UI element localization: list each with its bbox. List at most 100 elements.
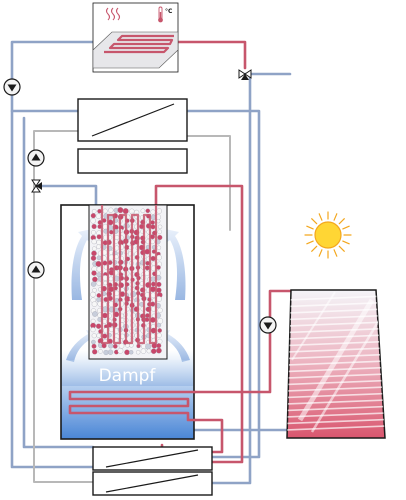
zeolite-pellet (90, 327, 96, 333)
zeolite-pellet (90, 213, 96, 219)
absorber-line (287, 425, 385, 431)
zeolite-pellet (156, 287, 162, 293)
absorber-line (287, 347, 385, 353)
zeolite-pellet (150, 255, 156, 262)
zeolite-pellet (108, 276, 114, 282)
zeolite-pellet (90, 281, 97, 287)
zeolite-pellet (96, 239, 102, 246)
zeolite-pellet (150, 348, 157, 354)
three-way-valve-icon (31, 179, 42, 193)
pump-icon (27, 149, 45, 167)
cold-pipe-left-outer (10, 40, 95, 469)
zeolite-pellet (90, 318, 96, 324)
zeolite-pellet (145, 343, 152, 350)
steam-label: Dampf (99, 366, 157, 386)
absorber-line (287, 379, 385, 386)
steam-arrow-left (71, 229, 92, 300)
pump-icon (27, 261, 45, 279)
zeolite-pellet (92, 276, 98, 283)
absorber-line (287, 314, 385, 321)
sun-ray (311, 218, 318, 225)
zeolite-pellet (157, 224, 163, 229)
zeolite-pellet (108, 207, 114, 213)
zeolite-pellet (129, 350, 134, 355)
zeolite-pellet (96, 293, 102, 298)
zeolite-pellet (103, 349, 109, 356)
zeolite-pellet (156, 343, 162, 349)
zeolite-pellet (145, 208, 151, 214)
sun-ray (338, 218, 345, 225)
solar-collector (286, 289, 386, 439)
zeolite-pellet (102, 208, 108, 214)
hot-pipes (154, 40, 293, 464)
hot-pipe-coil-lower (194, 418, 224, 454)
hot-pipe-coil-right (194, 289, 293, 394)
zeolite-pellet (114, 235, 120, 240)
zeolite-pellet (150, 220, 155, 225)
zeolite-pellet (98, 349, 103, 354)
cold-pipe-inner-left (22, 116, 95, 449)
zeolite-pellet (156, 245, 162, 250)
zeolite-pellet (136, 343, 141, 349)
zeolite-pellet (91, 223, 97, 230)
cold-pipe-upper-hx-right (185, 109, 261, 459)
zeolite-pellet (156, 322, 162, 328)
sun-ray (318, 249, 323, 257)
zeolite-pellet (102, 260, 108, 266)
zeolite-pellet (96, 244, 101, 249)
zeolite-pellet (157, 234, 163, 241)
zeolite-pellet (117, 347, 124, 354)
adsorber-coil (100, 205, 158, 345)
pump-icon (259, 316, 277, 334)
sun-ray (318, 213, 323, 221)
zeolite-pellet (91, 339, 96, 345)
zeolite-pellet (95, 213, 102, 219)
zeolite-pellet (107, 349, 114, 355)
storage-module (77, 148, 188, 174)
three-way-valve-icon (238, 69, 252, 80)
sun-ray (333, 249, 338, 257)
zeolite-pellet (91, 333, 97, 339)
zeolite-pellet (95, 323, 102, 329)
zeolite-pellet (122, 208, 129, 215)
sun-ray (306, 240, 314, 245)
zeolite-pellet (91, 343, 97, 349)
zeolite-pellet (103, 280, 108, 286)
floor-heating-room: °C (92, 2, 179, 73)
zeolite-pellet (112, 343, 118, 349)
sun-ray (338, 245, 345, 252)
zeolite-pellet (96, 234, 102, 240)
zeolite-pellet (108, 343, 114, 349)
sun-rays (304, 211, 352, 259)
zeolite-pellet (136, 350, 141, 355)
zeolite-pellet (91, 239, 97, 245)
pipe-network (10, 40, 293, 485)
hot-pipe-heater-supply (176, 40, 247, 70)
sun-ray (306, 225, 314, 230)
absorber-line (287, 418, 385, 425)
absorber-line (287, 321, 385, 327)
zeolite-pellet (91, 250, 97, 257)
gray-pipes (33, 130, 231, 483)
zeolite-pellet (92, 349, 98, 355)
zeolite-pellet (96, 280, 102, 286)
floor-heating-coil (104, 34, 174, 54)
absorber-line (287, 373, 385, 379)
zeolite-pellet (144, 317, 150, 322)
zeolite-pellet (150, 276, 156, 282)
zeolite-pellet (157, 338, 163, 344)
heat-exchanger-lower (92, 446, 213, 496)
zeolite-pellet (109, 229, 114, 235)
zeolite-pellet (96, 255, 102, 261)
zeolite-pellet (90, 218, 96, 224)
temperature-unit-label: °C (165, 8, 173, 15)
zeolite-pellet (157, 307, 163, 313)
zeolite-pellet (146, 348, 152, 354)
zeolite-pellet (157, 328, 162, 333)
zeolite-pellet (92, 246, 97, 251)
water-heating-coil (68, 390, 196, 422)
absorber-line (287, 399, 385, 405)
zeolite-pellet (144, 270, 150, 276)
zeolite-pellet (92, 288, 97, 293)
